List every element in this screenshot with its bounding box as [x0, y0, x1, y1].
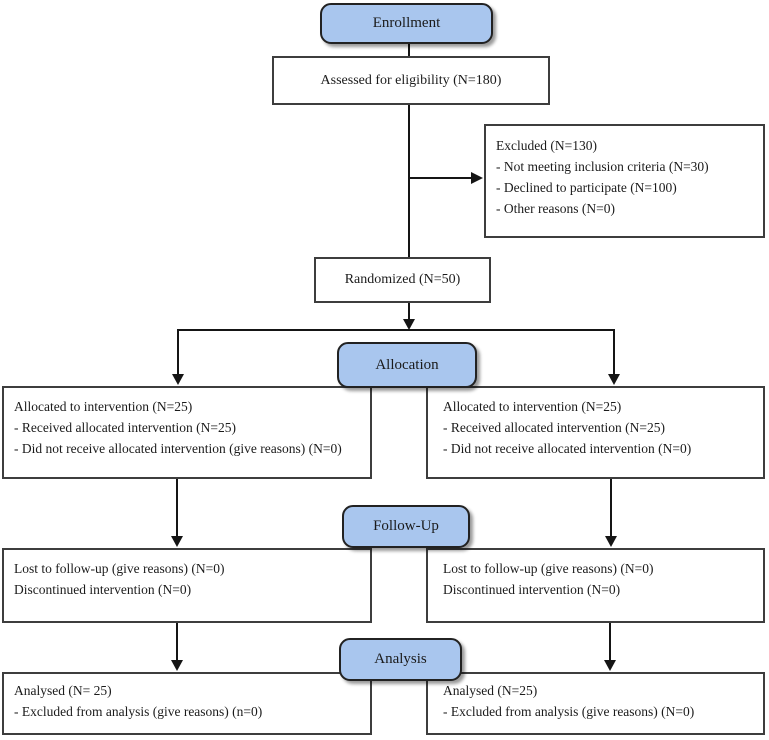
stage-enrollment-label: Enrollment [372, 15, 441, 31]
arrowhead-icon [403, 319, 415, 330]
arrowhead-icon [471, 172, 483, 184]
stage-analysis-label: Analysis [374, 651, 427, 667]
arrowhead-icon [608, 374, 620, 385]
followup-right-line: Discontinued intervention (N=0) [443, 582, 621, 597]
analysis-left-line: Analysed (N= 25) [14, 683, 112, 698]
excluded-line: - Other reasons (N=0) [496, 201, 615, 216]
allocation-left-line: Allocated to intervention (N=25) [14, 399, 193, 414]
arrow-allocation-to-followup-left [171, 479, 183, 547]
allocation-left-line: - Received allocated intervention (N=25) [14, 420, 237, 435]
stage-followup: Follow-Up [342, 505, 470, 548]
allocation-right-line: - Received allocated intervention (N=25) [443, 420, 666, 435]
excluded-line: - Declined to participate (N=100) [496, 180, 677, 195]
allocation-left-line: - Did not receive allocated intervention… [14, 441, 342, 456]
analysis-right-line: Analysed (N=25) [443, 683, 538, 698]
arrowhead-icon [605, 536, 617, 547]
analysis-right-line: - Excluded from analysis (give reasons) … [443, 704, 695, 719]
arrow-randomized-to-branch [403, 303, 415, 330]
stage-analysis: Analysis [339, 638, 462, 681]
followup-right-line: Lost to follow-up (give reasons) (N=0) [443, 561, 654, 576]
arrowhead-icon [172, 374, 184, 385]
stage-allocation: Allocation [337, 342, 477, 388]
arrowhead-icon [604, 660, 616, 671]
followup-left-box: Lost to follow-up (give reasons) (N=0) D… [2, 548, 372, 623]
randomized-text: Randomized (N=50) [344, 272, 461, 287]
stage-enrollment: Enrollment [320, 3, 493, 44]
analysis-right-box: Analysed (N=25) - Excluded from analysis… [426, 672, 765, 735]
allocation-left-box: Allocated to intervention (N=25) - Recei… [2, 386, 372, 479]
analysis-left-line: - Excluded from analysis (give reasons) … [14, 704, 263, 719]
excluded-line: Excluded (N=130) [496, 138, 597, 153]
excluded-box: Excluded (N=130) - Not meeting inclusion… [484, 124, 765, 238]
followup-left-line: Lost to follow-up (give reasons) (N=0) [14, 561, 225, 576]
arrow-branch-to-allocation-right [608, 329, 620, 385]
excluded-line: - Not meeting inclusion criteria (N=30) [496, 159, 709, 174]
followup-right-box: Lost to follow-up (give reasons) (N=0) D… [426, 548, 765, 623]
stage-allocation-label: Allocation [375, 356, 439, 373]
assessed-box: Assessed for eligibility (N=180) [272, 56, 550, 105]
arrow-to-excluded [409, 172, 483, 184]
arrow-branch-to-allocation-left [172, 329, 184, 385]
arrow-allocation-to-followup-right [605, 479, 617, 547]
allocation-right-line: - Did not receive allocated intervention… [443, 441, 692, 456]
arrow-followup-to-analysis-left [171, 623, 183, 671]
arrowhead-icon [171, 660, 183, 671]
assessed-text: Assessed for eligibility (N=180) [320, 72, 502, 88]
allocation-right-line: Allocated to intervention (N=25) [443, 399, 622, 414]
randomized-box: Randomized (N=50) [314, 257, 491, 303]
analysis-left-box: Analysed (N= 25) - Excluded from analysi… [2, 672, 372, 735]
allocation-right-box: Allocated to intervention (N=25) - Recei… [426, 386, 765, 479]
followup-left-line: Discontinued intervention (N=0) [14, 582, 192, 597]
arrow-followup-to-analysis-right [604, 623, 616, 671]
arrowhead-icon [171, 536, 183, 547]
stage-followup-label: Follow-Up [373, 518, 439, 534]
